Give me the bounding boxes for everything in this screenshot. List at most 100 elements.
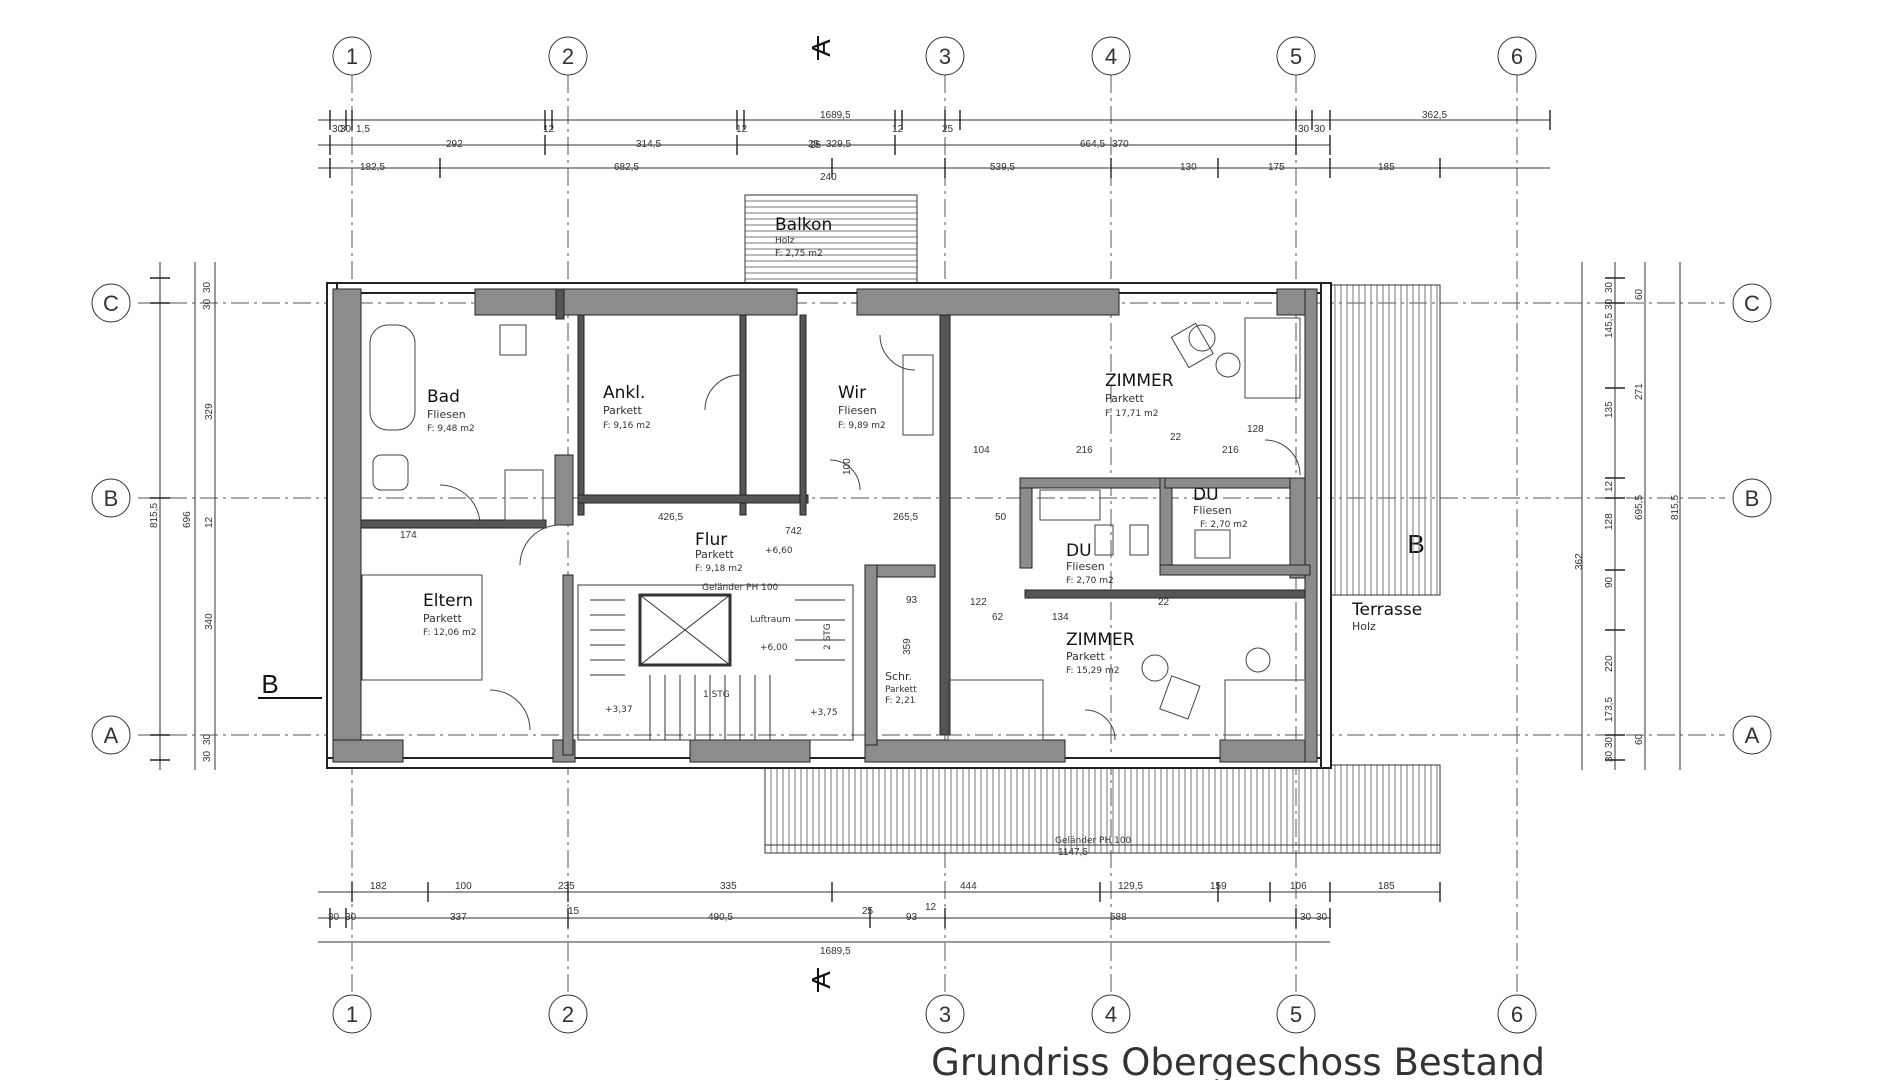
svg-text:Fliesen: Fliesen: [838, 404, 877, 417]
svg-text:Ankl.: Ankl.: [603, 383, 645, 403]
svg-text:F: 9,16 m2: F: 9,16 m2: [603, 421, 651, 431]
dimension-chain-top-1: 30 30 1,5 292 12 314,5 12 25 329,5 12 25…: [332, 110, 1447, 150]
svg-text:F: 9,89 m2: F: 9,89 m2: [838, 421, 886, 431]
svg-text:129,5: 129,5: [1118, 881, 1143, 892]
svg-text:696: 696: [182, 511, 193, 528]
svg-text:30: 30: [202, 750, 213, 762]
svg-text:90: 90: [1604, 576, 1615, 588]
svg-text:30: 30: [1314, 124, 1326, 135]
svg-text:12: 12: [892, 124, 904, 135]
svg-text:122: 122: [970, 597, 987, 608]
svg-text:216: 216: [1222, 445, 1239, 456]
svg-text:5: 5: [1290, 44, 1302, 69]
svg-text:12: 12: [925, 902, 937, 913]
dimension-ticks: [150, 110, 1625, 928]
svg-text:340: 340: [204, 613, 215, 630]
room-zimmer-south: ZIMMER Parkett F: 15,29 m2: [1066, 630, 1135, 676]
svg-text:6: 6: [1511, 1002, 1523, 1027]
axis-bubble-4-top: 4: [1091, 36, 1131, 76]
walls: [326, 282, 1332, 769]
svg-text:3: 3: [939, 44, 951, 69]
svg-text:F: 2,75 m2: F: 2,75 m2: [775, 249, 823, 259]
dimension-chain-left: 30 30 329 12 340 30 30 696 815,5: [149, 281, 215, 762]
svg-text:F: 2,21: F: 2,21: [885, 696, 915, 706]
svg-text:216: 216: [1076, 445, 1093, 456]
svg-text:539,5: 539,5: [990, 162, 1015, 173]
svg-text:15: 15: [568, 906, 580, 917]
svg-text:F: 9,18 m2: F: 9,18 m2: [695, 564, 743, 574]
svg-text:C: C: [1744, 291, 1760, 316]
svg-text:30: 30: [1604, 750, 1615, 762]
axis-bubble-B-right: B: [1732, 478, 1772, 518]
svg-text:30: 30: [1300, 912, 1312, 923]
svg-text:30: 30: [328, 912, 340, 923]
axis-bubble-2-bottom: 2: [548, 994, 588, 1034]
svg-text:134: 134: [1052, 612, 1069, 623]
svg-text:25: 25: [862, 906, 874, 917]
axis-grid-lines: [138, 75, 1725, 995]
axis-bubble-6-bottom: 6: [1497, 994, 1537, 1034]
svg-text:100: 100: [842, 458, 853, 475]
svg-text:175: 175: [1268, 162, 1285, 173]
room-schrank: Schr. Parkett F: 2,21: [885, 670, 917, 706]
svg-text:+3,37: +3,37: [605, 705, 633, 715]
axis-bubble-4-bottom: 4: [1091, 994, 1131, 1034]
axis-bubbles-top: 1 2 3 4 5 6: [332, 36, 1537, 76]
svg-text:130: 130: [1180, 162, 1197, 173]
svg-text:742: 742: [785, 526, 802, 537]
axis-bubbles-left: C B A: [91, 283, 131, 755]
svg-text:329,5: 329,5: [826, 139, 851, 150]
svg-text:359: 359: [902, 638, 913, 655]
axis-bubble-5-bottom: 5: [1276, 994, 1316, 1034]
room-flur: Flur Parkett F: 9,18 m2: [695, 530, 743, 574]
svg-text:362: 362: [1574, 553, 1585, 570]
svg-text:+6,60: +6,60: [765, 546, 793, 556]
svg-text:25: 25: [810, 140, 822, 151]
svg-text:Fliesen: Fliesen: [427, 408, 466, 421]
axis-bubble-C-right: C: [1732, 283, 1772, 323]
svg-text:B: B: [1745, 486, 1760, 511]
svg-text:F: 2,70 m2: F: 2,70 m2: [1200, 520, 1248, 530]
room-balkon: Balkon Holz F: 2,75 m2: [775, 215, 832, 259]
svg-text:235: 235: [558, 881, 575, 892]
svg-text:2: 2: [562, 1002, 574, 1027]
drawing-title: Grundriss Obergeschoss Bestand: [931, 1041, 1545, 1080]
dimension-chain-bottom-2: 30 30 337 15 490,5 25 93 12 588 30 30 16…: [328, 847, 1328, 957]
svg-text:60: 60: [1634, 288, 1645, 300]
svg-text:265,5: 265,5: [893, 512, 918, 523]
svg-text:1,5: 1,5: [356, 124, 370, 135]
svg-text:Parkett: Parkett: [1105, 392, 1144, 405]
svg-text:4: 4: [1105, 1002, 1117, 1027]
dimension-chain-bottom-1: 182 100 235 335 444 129,5 159 106 185: [370, 881, 1395, 892]
svg-text:Fliesen: Fliesen: [1193, 504, 1232, 517]
svg-text:F: 2,70 m2: F: 2,70 m2: [1066, 576, 1114, 586]
svg-text:30: 30: [202, 281, 213, 293]
svg-text:426,5: 426,5: [658, 512, 683, 523]
svg-text:Terrasse: Terrasse: [1351, 600, 1422, 620]
room-ankl: Ankl. Parkett F: 9,16 m2: [603, 383, 651, 431]
room-zimmer-north: ZIMMER Parkett F: 17,71 m2: [1105, 371, 1174, 419]
svg-text:ZIMMER: ZIMMER: [1105, 371, 1174, 391]
svg-text:2: 2: [562, 44, 574, 69]
svg-text:A: A: [104, 723, 119, 748]
svg-text:106: 106: [1290, 881, 1307, 892]
svg-text:Flur: Flur: [695, 530, 727, 550]
axis-bubbles-bottom: 1 2 3 4 5 6: [332, 994, 1537, 1034]
dimension-lines: [159, 119, 1681, 943]
svg-text:22: 22: [1158, 597, 1170, 608]
svg-text:22: 22: [1170, 432, 1182, 443]
svg-text:1: 1: [346, 1002, 358, 1027]
svg-text:C: C: [103, 291, 119, 316]
svg-text:240: 240: [820, 172, 837, 183]
svg-text:Parkett: Parkett: [603, 404, 642, 417]
svg-text:292: 292: [446, 139, 463, 150]
room-terrasse: Terrasse Holz: [1351, 600, 1422, 633]
svg-text:664,5: 664,5: [1080, 139, 1105, 150]
svg-text:1689,5: 1689,5: [820, 110, 851, 121]
svg-text:12: 12: [1604, 480, 1615, 492]
svg-text:Fliesen: Fliesen: [1066, 560, 1105, 573]
svg-text:100: 100: [455, 881, 472, 892]
svg-text:370: 370: [1112, 139, 1129, 150]
svg-text:F: 17,71 m2: F: 17,71 m2: [1105, 409, 1159, 419]
